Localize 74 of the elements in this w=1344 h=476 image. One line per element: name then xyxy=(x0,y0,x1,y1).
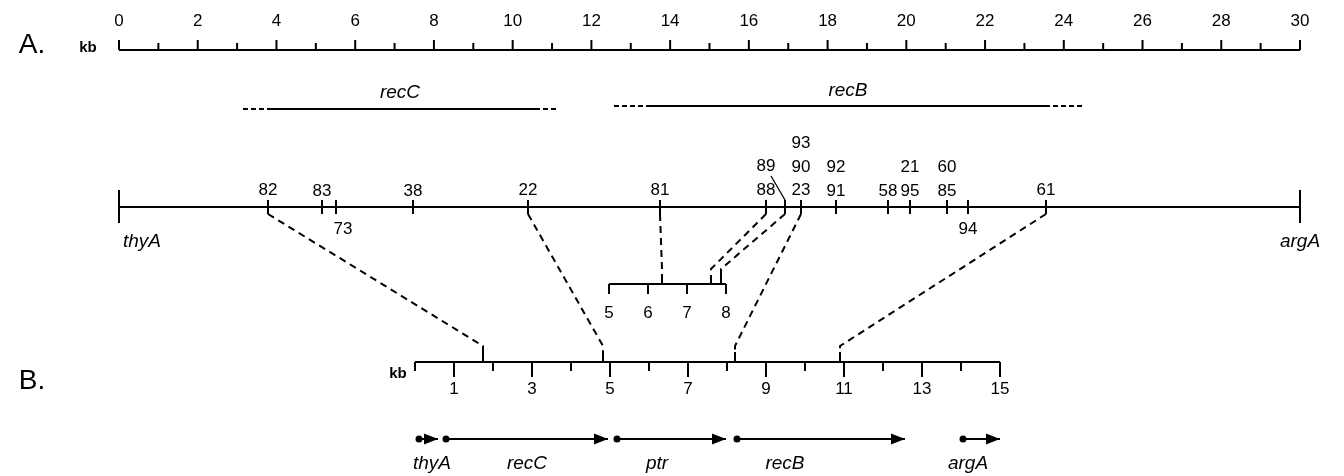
tick-mark xyxy=(784,200,786,214)
number-label: 14 xyxy=(660,11,680,29)
number-label: 7 xyxy=(683,379,693,397)
number-label: 8 xyxy=(429,11,439,29)
number-label: 30 xyxy=(1290,11,1310,29)
number-label: 0 xyxy=(114,11,124,29)
number-label: 1 xyxy=(449,379,459,397)
number-label: 2 xyxy=(193,11,203,29)
number-label: 8 xyxy=(721,303,731,321)
number-label: 5 xyxy=(604,303,614,321)
mutation-number: 88 xyxy=(756,180,776,200)
gene-label: ptr xyxy=(645,452,669,472)
number-label: 95 xyxy=(900,181,920,199)
number-label: 15 xyxy=(990,379,1010,397)
mutation-number: 82 xyxy=(258,180,278,200)
tick-mark xyxy=(839,352,841,362)
tick-mark xyxy=(710,275,712,284)
dashed-connector xyxy=(659,213,663,276)
number-label: 20 xyxy=(896,11,916,29)
unit-label: kb xyxy=(79,38,97,54)
number-label: 6 xyxy=(643,303,653,321)
number-label: 38 xyxy=(403,181,423,199)
number-label: 28 xyxy=(1211,11,1231,29)
gene-label: recC xyxy=(506,452,548,472)
tick-mark xyxy=(720,275,722,284)
number-label: 4 xyxy=(271,11,282,29)
unit-label: kb xyxy=(389,364,407,380)
number-label: 90 xyxy=(791,157,811,175)
tick-mark xyxy=(482,352,484,362)
tick-mark xyxy=(602,352,604,362)
gene-label: recC xyxy=(379,81,421,101)
number-label: 73 xyxy=(333,219,353,237)
number-label: 12 xyxy=(581,11,601,29)
number-label: 94 xyxy=(958,219,978,237)
number-label: 11 xyxy=(835,379,853,397)
number-label: 26 xyxy=(1133,11,1152,29)
number-label: 6 xyxy=(350,11,360,29)
number-label: 18 xyxy=(818,11,838,29)
gene-label: recB xyxy=(765,452,805,472)
number-label: 93 xyxy=(791,133,811,151)
number-label: 13 xyxy=(912,379,932,397)
gene-label: thyA xyxy=(413,452,451,472)
number-label: 60 xyxy=(937,157,957,175)
number-label: 7 xyxy=(682,303,692,321)
number-label: 9 xyxy=(761,379,771,397)
dashed-connector xyxy=(267,213,484,353)
number-label: 21 xyxy=(900,157,920,175)
number-label: 10 xyxy=(503,11,523,29)
number-label: 24 xyxy=(1054,11,1074,29)
gene-label: recB xyxy=(828,79,868,99)
dashed-connector xyxy=(720,213,786,276)
gene-label: argA xyxy=(1279,230,1321,250)
gene-label: argA xyxy=(947,452,989,472)
number-label: 92 xyxy=(826,157,846,175)
gene-label: thyA xyxy=(123,230,161,250)
number-label: 5 xyxy=(605,379,615,397)
number-label: 3 xyxy=(527,379,537,397)
tick-mark xyxy=(734,352,736,362)
number-label: 16 xyxy=(739,11,759,29)
leader-line xyxy=(770,175,786,201)
number-label: 91 xyxy=(826,181,846,199)
mutation-number: 89 xyxy=(756,156,776,176)
number-label: 22 xyxy=(975,11,995,29)
mutation-number: 81 xyxy=(650,180,670,200)
mutation-number: 23 xyxy=(791,180,811,200)
number-label: 58 xyxy=(878,181,898,199)
panel-letter: A. xyxy=(18,30,46,58)
mutation-number: 61 xyxy=(1036,180,1056,200)
tick-mark xyxy=(661,275,663,284)
panel-letter: B. xyxy=(18,366,46,394)
dashed-connector xyxy=(527,213,604,353)
number-label: 83 xyxy=(312,181,332,199)
number-label: 85 xyxy=(937,181,957,199)
mutation-number: 22 xyxy=(518,180,538,200)
